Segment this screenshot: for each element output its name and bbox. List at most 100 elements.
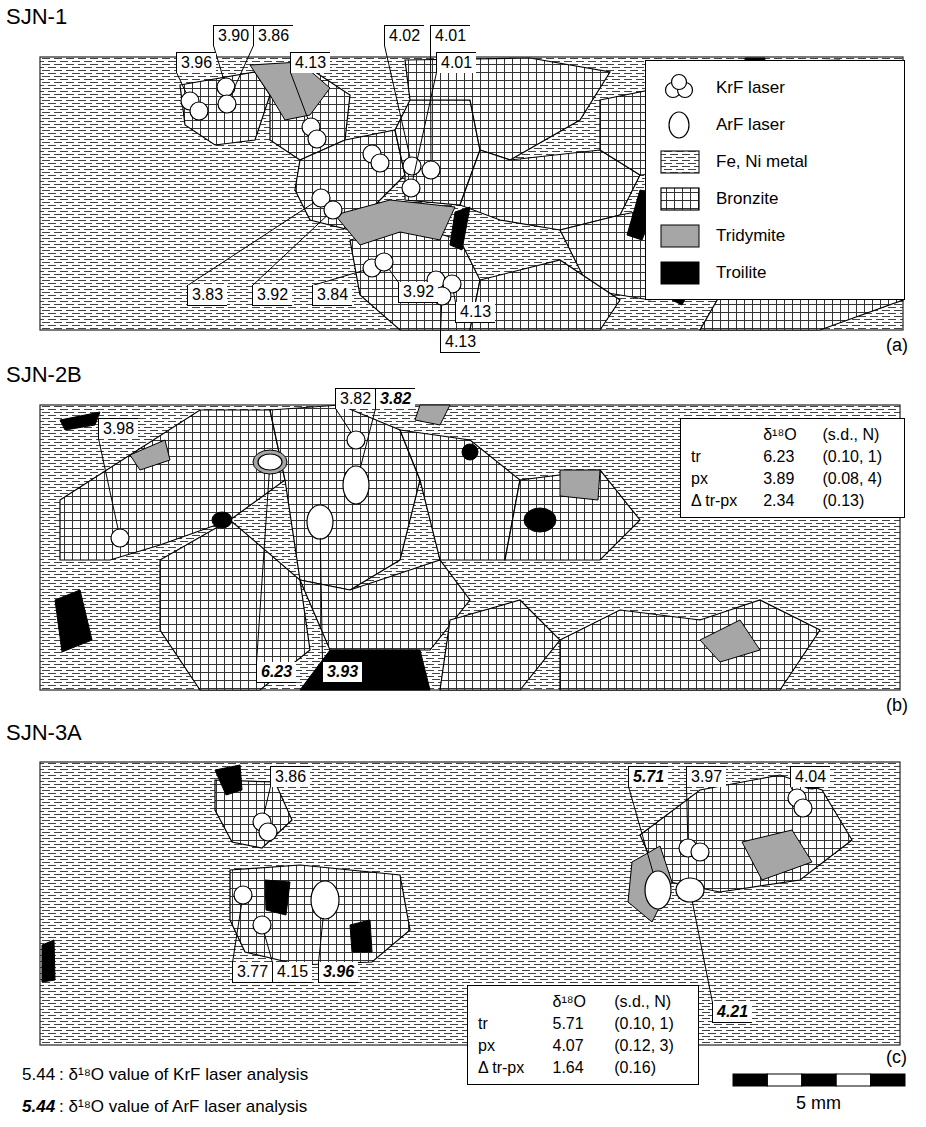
krf-spot [259, 823, 277, 841]
footnote: : δ¹⁸O value of KrF laser analysis [59, 1064, 308, 1085]
leader-line [687, 787, 688, 840]
legend-box: KrF laserArF laserFe, Ni metalBronziteTr… [645, 60, 905, 300]
leader-line [320, 538, 322, 663]
legend-sample [658, 258, 702, 288]
isotope-value: 4.01 [430, 25, 470, 46]
isotope-value: 3.93 [322, 662, 362, 683]
leader-line [629, 787, 654, 873]
bronzite-grain [400, 430, 520, 560]
legend-sample [658, 221, 702, 251]
leader-line [177, 73, 187, 93]
legend-text: Tridymite [716, 226, 785, 246]
bronzite-grain [230, 865, 410, 965]
footnote: 5.44 [22, 1096, 55, 1117]
troilite-grain [215, 765, 242, 795]
krf-spot [253, 916, 271, 934]
panel-title: SJN-3A [6, 720, 82, 746]
bronzite-grain [180, 72, 270, 145]
isotope-value: 4.13 [440, 332, 480, 353]
footnote: : δ¹⁸O value of ArF laser analysis [59, 1096, 307, 1117]
table-cell: px [478, 1036, 538, 1056]
krf-spot [324, 201, 342, 219]
table-cell: 3.89 [763, 469, 808, 489]
leader-line [233, 904, 242, 963]
stats-table: δ¹⁸O(s.d., N)tr5.71(0.10, 1)px4.07(0.12,… [467, 985, 699, 1085]
isotope-value: 3.77 [232, 962, 272, 983]
scale-segment [871, 1074, 905, 1086]
panel-letter: (b) [886, 694, 908, 716]
arf-spot [676, 878, 704, 902]
legend-text: KrF laser [716, 78, 785, 98]
troilite-grain [212, 512, 232, 528]
table-cell: δ¹⁸O [552, 992, 600, 1012]
arf-spot [311, 881, 339, 919]
tridymite-grain [415, 405, 450, 425]
tridymite-grain [560, 470, 600, 500]
table-cell: (0.16) [614, 1058, 688, 1078]
leader-line [257, 474, 270, 663]
isotope-value: 4.13 [290, 52, 330, 73]
isotope-value: 3.98 [98, 418, 138, 439]
isotope-value: 4.02 [384, 25, 424, 46]
leader-line [360, 409, 375, 468]
krf-spot [218, 95, 236, 113]
legend-row: Tridymite [658, 217, 892, 254]
isotope-value: 3.96 [318, 962, 358, 983]
krf-spot [371, 154, 389, 172]
legend-swatch [661, 225, 699, 247]
leader-line [336, 409, 352, 433]
leader-line [291, 73, 308, 119]
bronzite-grain [505, 470, 640, 560]
krf-spot [375, 253, 393, 271]
legend-text: ArF laser [716, 115, 785, 135]
isotope-value: 3.86 [270, 766, 310, 787]
legend-sample [658, 73, 702, 103]
table-cell: (0.08, 4) [823, 469, 895, 489]
troilite-grain [60, 412, 100, 430]
isotope-value: 3.82 [335, 388, 375, 409]
legend-text: Bronzite [716, 189, 778, 209]
table-cell: tr [478, 1014, 538, 1034]
isotope-value: 5.71 [628, 766, 668, 787]
legend-row: Fe, Ni metal [658, 143, 892, 180]
leader-line [99, 439, 119, 530]
metal-sample [661, 151, 699, 173]
leader-line [389, 269, 398, 282]
krf-symbol [672, 74, 687, 89]
table-cell: 6.23 [763, 447, 808, 467]
krf-spot [347, 431, 365, 449]
bronzite-grain [270, 405, 420, 590]
table-cell: Δ tr-px [478, 1058, 538, 1078]
legend-row: KrF laser [658, 69, 892, 106]
table-cell: Δ tr-px [691, 491, 749, 511]
krf-spot [402, 179, 420, 197]
legend-text: Fe, Ni metal [716, 152, 808, 172]
leader-line [231, 46, 254, 96]
table-cell: (s.d., N) [823, 425, 895, 445]
legend-row: Troilite [658, 254, 892, 291]
isotope-value: 3.92 [252, 285, 292, 306]
table-cell: 2.34 [763, 491, 808, 511]
scale-segment [836, 1074, 870, 1086]
arf-spot [343, 466, 369, 504]
legend-row: ArF laser [658, 106, 892, 143]
bronzite-grain [160, 520, 310, 690]
krf-spot [794, 799, 812, 817]
leader-line [385, 46, 410, 158]
isotope-value: 3.86 [253, 25, 293, 46]
isotope-value: 4.01 [436, 52, 476, 73]
scale-segment [767, 1074, 801, 1086]
bronzite-sample [661, 188, 699, 210]
legend-row: Bronzite [658, 180, 892, 217]
panel-title: SJN-1 [6, 4, 67, 30]
krf-spot [234, 886, 252, 904]
isotope-value: 6.23 [256, 662, 296, 683]
arf-symbol [669, 112, 689, 138]
legend-sample [658, 110, 702, 140]
table-cell: tr [691, 447, 749, 467]
legend-swatch [661, 262, 699, 284]
panel-letter: (c) [886, 1046, 907, 1068]
stats-table: δ¹⁸O(s.d., N)tr6.23(0.10, 1)px3.89(0.08,… [680, 418, 905, 518]
troilite-grain [300, 650, 430, 690]
